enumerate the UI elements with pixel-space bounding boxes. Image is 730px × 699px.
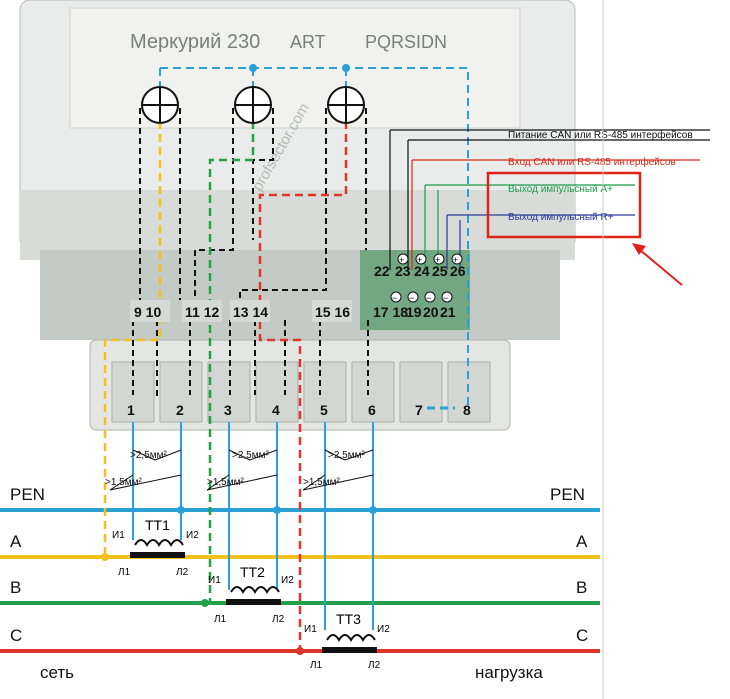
legend-pulse-a: Выход импульсный А+: [508, 184, 613, 195]
wire-size-tt1-thick: >2,5мм²: [130, 450, 167, 461]
meter-model: ART: [290, 32, 326, 52]
terminal-13-14: 13 14: [233, 304, 268, 320]
tt1-l2: Л2: [176, 567, 189, 578]
bus-label-c-right: C: [576, 626, 588, 645]
tt2-label: ТТ2: [240, 564, 265, 580]
junction-dots: [101, 64, 377, 655]
bus-label-a-right: A: [576, 532, 588, 551]
terminal-19: 19: [406, 304, 422, 320]
terminal-9-10: 9 10: [134, 304, 161, 320]
minus-18: −: [392, 293, 397, 303]
terminal-2: 2: [176, 402, 184, 418]
bus-label-pen-left: PEN: [10, 485, 45, 504]
tt3-i1: И1: [304, 624, 317, 635]
tt3-label: ТТ3: [336, 611, 361, 627]
legend-pulse-r: Выход импульсный R+: [508, 212, 614, 223]
wire-size-tt2-thin: >1,5мм²: [207, 477, 244, 488]
plus-23: +: [399, 255, 404, 265]
wire-size-tt2-thick: >2,5мм²: [232, 450, 269, 461]
meter-brand: Меркурий 230: [130, 31, 260, 53]
bus-label-pen-right: PEN: [550, 485, 585, 504]
minus-20: −: [426, 293, 431, 303]
tt2-i1: И1: [208, 575, 221, 586]
ct-wiring: [105, 422, 374, 653]
highlight-box: [486, 171, 642, 239]
legend-can-input: Вход CAN или RS-485 интерфейсов: [508, 156, 676, 168]
tt1-label: ТТ1: [145, 517, 170, 533]
bus-label-b-left: B: [10, 578, 21, 597]
voltage-clamps: [141, 86, 365, 124]
bus-label-c-left: C: [10, 626, 22, 645]
wire-size-tt3-thin: >1,5мм²: [303, 477, 340, 488]
wire-size-tt3-thick: >2,5мм²: [328, 450, 365, 461]
legend-can-power: Питание CAN или RS-485 интерфейсов: [508, 129, 693, 141]
plus-26: +: [453, 255, 458, 265]
minus-21: −: [443, 293, 448, 303]
terminal-22: 22: [374, 263, 390, 279]
terminal-7: 7: [415, 402, 423, 418]
minus-19: −: [409, 293, 414, 303]
terminal-25: 25: [432, 263, 448, 279]
meter-suffix: PQRSIDN: [365, 32, 447, 52]
terminal-20: 20: [423, 304, 439, 320]
wire-size-tt1-thin: >1,5мм²: [105, 477, 142, 488]
terminal-23: 23: [395, 263, 411, 279]
wire-size-notes: >2,5мм² >1,5мм² >2,5мм² >1,5мм² >2,5мм² …: [105, 449, 374, 491]
terminal-11-12: 11 12: [185, 304, 219, 320]
terminal-8: 8: [463, 402, 471, 418]
current-transformer-tt2: ТТ2 И1 И2 Л1 Л2: [208, 564, 294, 625]
side-label-grid: сеть: [40, 663, 74, 682]
terminal-1: 1: [127, 402, 135, 418]
interface-legend: [390, 129, 710, 216]
tt1-i1: И1: [112, 530, 125, 541]
current-transformer-tt3: ТТ3 И1 И2 Л1 Л2: [304, 611, 390, 671]
tt2-l1: Л1: [214, 614, 227, 625]
current-transformer-tt1: ТТ1 И1 И2 Л1 Л2: [112, 517, 199, 578]
tt2-i2: И2: [281, 575, 294, 586]
terminal-26: 26: [450, 263, 466, 279]
plus-24: +: [417, 255, 422, 265]
highlight-arrow: [632, 243, 683, 286]
terminal-6: 6: [368, 402, 376, 418]
tt1-l1: Л1: [118, 567, 131, 578]
plus-25: +: [435, 255, 440, 265]
side-label-load: нагрузка: [475, 663, 543, 682]
terminal-5: 5: [320, 402, 328, 418]
tt3-l1: Л1: [310, 660, 323, 671]
terminal-17-18: 17 18: [373, 304, 408, 320]
terminal-15-16: 15 16: [315, 304, 350, 320]
tt1-i2: И2: [186, 530, 199, 541]
signal-terminals: 9 10 11 12 13 14 15 16 17 18 19 20 21 22…: [130, 253, 466, 322]
tt3-l2: Л2: [368, 660, 381, 671]
terminal-3: 3: [224, 402, 232, 418]
bus-label-b-right: B: [576, 578, 587, 597]
terminal-21: 21: [440, 304, 456, 320]
main-terminals: 1 2 3 4 5 6 7 8: [127, 402, 471, 418]
terminal-24: 24: [414, 263, 430, 279]
meter-wiring: [103, 67, 469, 651]
tt3-i2: И2: [377, 624, 390, 635]
bus-label-a-left: A: [10, 532, 22, 551]
terminal-4: 4: [272, 402, 280, 418]
tt2-l2: Л2: [272, 614, 285, 625]
